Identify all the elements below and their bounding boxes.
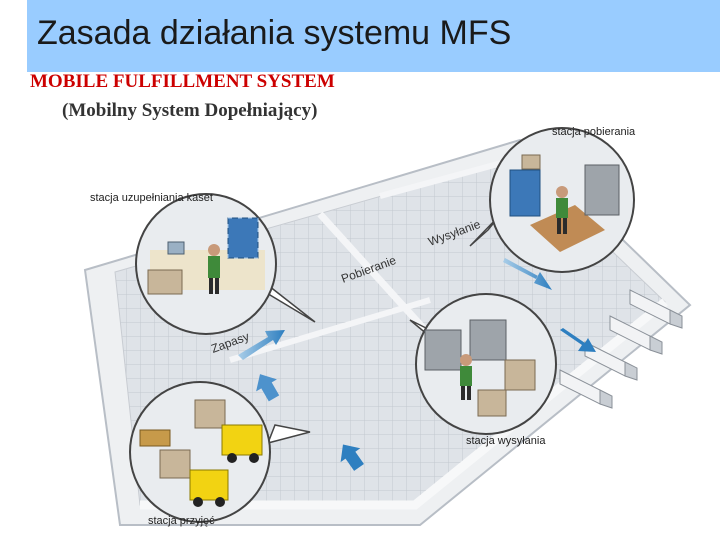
subtitle-polish: (Mobilny System Dopełniający)	[62, 100, 318, 121]
label-receiving-station: stacja przyjęć	[148, 515, 215, 527]
label-shipping-station: stacja wysyłania	[466, 435, 546, 447]
monitor-icon	[167, 241, 185, 255]
arrow-to-shipping	[560, 328, 596, 352]
arrow-receiving	[340, 444, 364, 471]
label-cassette-refill-station: stacja uzupełniania kaset	[90, 192, 213, 204]
title-bar: Zasada działania systemu MFS	[27, 0, 720, 72]
arrow-to-picking	[503, 258, 552, 290]
station-picking	[489, 127, 635, 273]
delivery-trucks	[559, 289, 683, 409]
callout-pointer-receiving	[266, 424, 311, 445]
forklift-icon-2	[189, 469, 229, 501]
flow-arrows	[238, 258, 596, 471]
arrow-up-left	[256, 374, 280, 402]
arrow-stock	[238, 330, 285, 360]
station-receiving	[129, 381, 271, 523]
slide-title: Zasada działania systemu MFS	[37, 14, 512, 52]
forklift-icon	[221, 424, 263, 456]
station-shipping	[415, 293, 557, 435]
label-picking-station: stacja pobierania	[552, 126, 636, 138]
subtitle: MOBILE FULFILLMENT SYSTEM	[30, 71, 335, 92]
station-cassette-refill	[135, 193, 277, 335]
